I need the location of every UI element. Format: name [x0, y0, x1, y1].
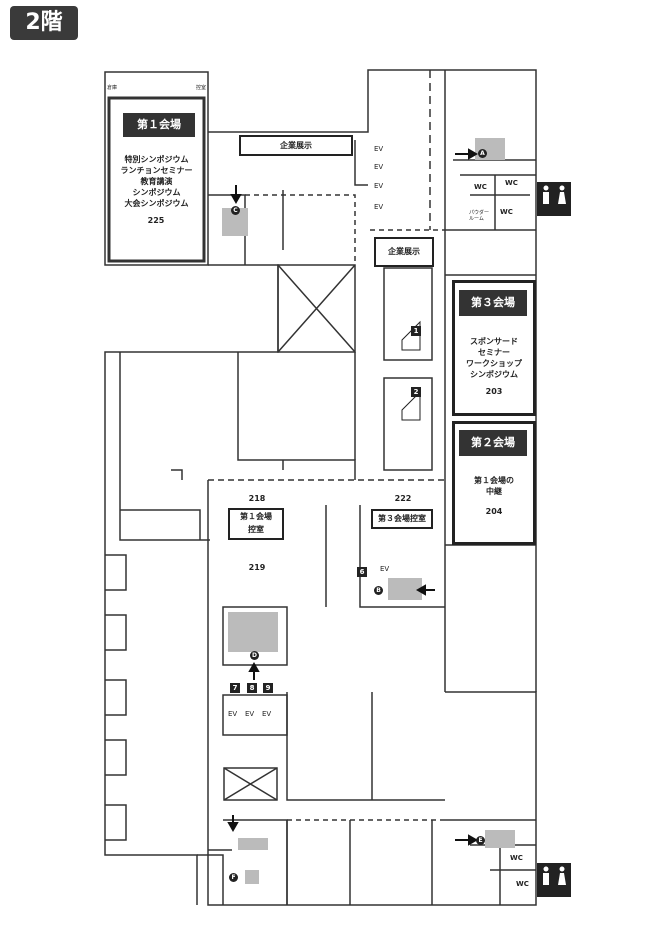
wc-label: WC	[510, 854, 523, 862]
elevator-number: 7	[230, 683, 240, 693]
arrow-icon	[227, 148, 479, 846]
hall3-line: ワークショップ	[466, 359, 522, 368]
elevator-icon: EV	[245, 710, 255, 718]
exhibit-middle-label: 企業展示	[374, 237, 434, 267]
marker-a: A	[478, 149, 487, 158]
marker-d: D	[250, 651, 259, 660]
floor-badge: 2階	[10, 6, 78, 40]
elevator-number: 8	[247, 683, 257, 693]
hall3-room	[452, 280, 536, 416]
elevator-icon: EV	[374, 145, 384, 153]
hall1-line: 特別シンポジウム	[124, 155, 189, 164]
room-218: 218	[248, 494, 266, 503]
marker-f: F	[229, 873, 238, 882]
hall3-line: セミナー	[478, 348, 510, 357]
hall2-line: 第１会場の	[474, 476, 514, 485]
hall3-waiting-room: 第３会場控室	[371, 509, 433, 529]
wc-label: WC	[505, 179, 518, 187]
exhibit-top-box	[239, 135, 353, 156]
wc-label: WC	[474, 183, 487, 191]
hall1-description: 特別シンポジウム ランチョンセミナー 教育講演 シンポジウム 大会シンポジウム	[109, 154, 204, 209]
hall2-line: 中継	[486, 487, 502, 496]
corner-label-right: 控室	[196, 85, 207, 91]
wc-label: WC	[516, 880, 529, 888]
elevator-number: 9	[263, 683, 273, 693]
hall1-line: ランチョンセミナー	[120, 166, 193, 175]
elevator-icon: EV	[374, 182, 384, 190]
hall1-room	[107, 96, 206, 263]
stair-hatch-areas	[222, 138, 515, 884]
hall3-title: 第３会場	[459, 290, 527, 316]
elevator-icon: EV	[374, 163, 384, 171]
escalator-number: 1	[411, 326, 421, 336]
escalator-icon	[401, 320, 421, 421]
corner-label-left: 倉庫	[107, 85, 118, 91]
exhibit-top-label: 企業展示	[280, 141, 312, 150]
hall3-description: スポンサード セミナー ワークショップ シンポジウム	[452, 336, 536, 380]
hall1-line: シンポジウム	[132, 188, 181, 197]
hall2-description: 第１会場の 中継	[452, 475, 536, 497]
hall2-title: 第２会場	[459, 430, 527, 456]
hall1-line: 教育講演	[140, 177, 173, 186]
elevator-icon: EV	[374, 203, 384, 211]
top-right-outline	[208, 69, 537, 692]
hall3-line: シンポジウム	[470, 370, 518, 379]
hall3-room-number: 203	[485, 387, 503, 396]
hall3-line: スポンサード	[470, 337, 518, 346]
wc-label: WC	[500, 208, 513, 216]
hall1-waiting-room: 第１会場 控室	[228, 508, 284, 540]
marker-c: C	[231, 206, 240, 215]
elevator-icon: EV	[228, 710, 238, 718]
elevator-icon: EV	[380, 565, 390, 573]
hall2-room	[452, 421, 536, 545]
hall1-room-number: 225	[147, 216, 165, 225]
hall1-line: 大会シンポジウム	[124, 199, 189, 208]
elevator-number: 6	[357, 567, 367, 577]
room-222: 222	[394, 494, 412, 503]
marker-e: E	[476, 836, 485, 845]
powder-room-label: パウダールーム	[469, 210, 490, 222]
elevator-icon: EV	[262, 710, 272, 718]
escalator-number: 2	[411, 387, 421, 397]
marker-b: B	[374, 586, 383, 595]
hall2-room-number: 204	[485, 507, 503, 516]
restroom-icon	[537, 182, 571, 897]
room-219: 219	[248, 563, 266, 572]
hall1-title: 第１会場	[123, 113, 195, 137]
